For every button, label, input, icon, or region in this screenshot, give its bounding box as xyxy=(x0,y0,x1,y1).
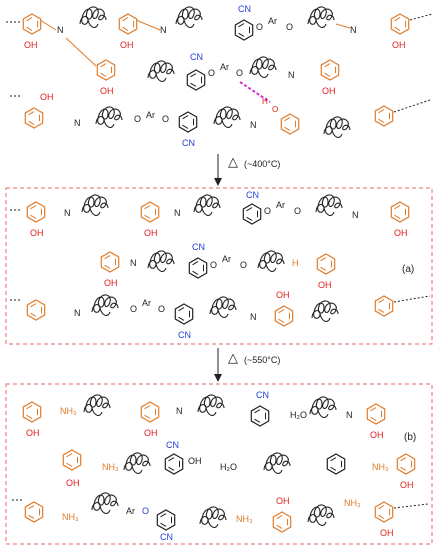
nh3-label: NH₃ xyxy=(62,512,79,522)
o-label: O xyxy=(142,506,149,516)
nh3-label: NH₃ xyxy=(102,462,119,472)
cn-label: CN xyxy=(182,138,195,148)
delta-symbol: △ xyxy=(228,154,238,169)
n-label: N xyxy=(160,25,167,35)
n-label: N xyxy=(130,258,137,268)
temperature-label: (~550°C) xyxy=(244,355,280,365)
o-label: O xyxy=(264,206,271,216)
o-label: O xyxy=(210,260,217,270)
o-label: O xyxy=(158,304,165,314)
nh3-label: NH₃ xyxy=(236,514,253,524)
h2o-label: H₂O xyxy=(220,462,237,472)
oh-label: OH xyxy=(392,40,406,50)
oh-label: OH xyxy=(276,290,290,300)
ar-label: Ar xyxy=(220,62,229,72)
h-label: H xyxy=(262,97,268,106)
n-label: N xyxy=(350,25,357,35)
oh-label: OH xyxy=(30,228,44,238)
ar-label: Ar xyxy=(222,254,231,264)
n-label: N xyxy=(250,120,257,130)
oh-label: OH xyxy=(40,92,54,102)
oh-label: OH xyxy=(100,86,114,96)
n-label: N xyxy=(176,406,183,416)
panel-b: (b) OH NH₃ OH N CN H₂O N OH OH NH₃ CN OH… xyxy=(5,383,433,545)
cn-label: CN xyxy=(246,190,259,200)
ar-label: Ar xyxy=(276,200,285,210)
oh-label: OH xyxy=(66,478,80,488)
cn-label: CN xyxy=(190,52,203,62)
h-label: H xyxy=(292,258,299,268)
nh3-label: NH₃ xyxy=(344,498,361,508)
n-label: N xyxy=(64,208,71,218)
cn-label: CN xyxy=(160,532,173,542)
n-label: N xyxy=(352,210,359,220)
n-label: N xyxy=(346,410,353,420)
heating-step-2: △ (~550°C) xyxy=(214,348,280,382)
o-label: O xyxy=(286,22,293,32)
oh-label: OH xyxy=(104,278,118,288)
delta-symbol: △ xyxy=(228,350,238,365)
nh3-label: NH₃ xyxy=(372,462,389,472)
oh-label: OH xyxy=(394,228,408,238)
o-label: O xyxy=(130,304,137,314)
n-label: N xyxy=(74,308,81,318)
oh-label: OH xyxy=(276,496,290,506)
oh-label: OH xyxy=(380,528,394,538)
oh-label: OH xyxy=(120,40,134,50)
panel-a: (a) OH N OH N CN O Ar O N OH OH N CN O A… xyxy=(5,187,433,345)
ar-label: Ar xyxy=(268,16,277,26)
n-label: N xyxy=(74,118,81,128)
cn-label: CN xyxy=(256,390,269,400)
oh-label: OH xyxy=(24,40,38,50)
o-label: O xyxy=(240,260,247,270)
cn-label: CN xyxy=(192,242,205,252)
o-label: O xyxy=(134,114,141,124)
oh-label: OH xyxy=(322,86,336,96)
o-label: O xyxy=(256,22,263,32)
oh-label: OH xyxy=(400,480,414,490)
cn-label: CN xyxy=(238,4,251,14)
ar-label: Ar xyxy=(126,506,135,516)
oh-label: OH xyxy=(318,280,332,290)
n-label: N xyxy=(288,70,295,80)
n-label: N xyxy=(250,312,257,322)
o-label: O xyxy=(294,206,301,216)
ar-label: Ar xyxy=(146,110,155,120)
ar-label: Ar xyxy=(142,298,151,308)
heating-step-1: △ (~400°C) xyxy=(214,154,280,186)
temperature-label: (~400°C) xyxy=(244,159,280,169)
n-label: N xyxy=(174,208,181,218)
nh3-label: NH₃ xyxy=(60,406,77,416)
oh-label: OH xyxy=(144,228,158,238)
panel-b-tag: (b) xyxy=(404,432,416,443)
oh-label: OH xyxy=(188,456,202,466)
o-label: O xyxy=(272,105,278,114)
panel-a-tag: (a) xyxy=(402,264,414,275)
cn-label: CN xyxy=(166,440,179,450)
o-label: O xyxy=(162,114,169,124)
h2o-label: H₂O xyxy=(290,410,307,420)
o-label: O xyxy=(208,68,215,78)
n-label: N xyxy=(57,25,64,35)
oh-label: OH xyxy=(144,428,158,438)
oh-label: OH xyxy=(26,428,40,438)
cn-label: CN xyxy=(178,330,191,340)
top-network-structure: OH N OH N CN O Ar O N OH OH CN O Ar O N … xyxy=(6,4,433,148)
o-label: O xyxy=(236,68,243,78)
oh-label: OH xyxy=(370,430,384,440)
